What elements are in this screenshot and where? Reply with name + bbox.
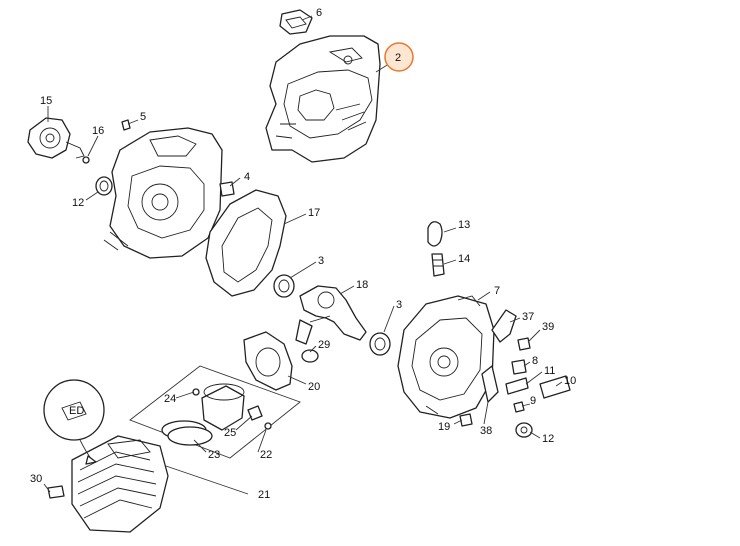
part-38-chain-catcher[interactable]: [481, 365, 499, 403]
part-12-seal-left[interactable]: [95, 176, 113, 196]
callout-22: 22: [260, 449, 272, 461]
callout-25: 25: [224, 427, 236, 439]
part-11-stud[interactable]: [505, 377, 529, 395]
part-16-oring[interactable]: [82, 156, 90, 164]
part-crankcase-left[interactable]: [103, 127, 223, 259]
callout-23: 23: [208, 449, 220, 461]
part-29-needle-cage[interactable]: [301, 349, 319, 363]
piston-kit-outline: [129, 365, 301, 459]
callout-37: 37: [522, 311, 534, 323]
callout-17: 17: [308, 207, 320, 219]
part-8-stud[interactable]: [511, 359, 527, 375]
callout-14: 14: [458, 253, 470, 265]
callout-11: 11: [544, 365, 555, 377]
part-9-screw[interactable]: [513, 401, 525, 413]
callout-12b: 12: [542, 433, 554, 445]
part-14-valve[interactable]: [431, 253, 445, 277]
callout-13: 13: [458, 219, 470, 231]
callout-15: 15: [40, 95, 52, 107]
magnifier-detail: ED: [43, 379, 105, 465]
part-5-screw[interactable]: [121, 119, 131, 131]
callout-2-highlight[interactable]: 2: [384, 42, 414, 72]
part-17-gasket[interactable]: [205, 189, 287, 297]
part-10-bolt[interactable]: [539, 375, 571, 399]
callout-2: 2: [395, 52, 401, 64]
part-12-washer-right[interactable]: [515, 422, 533, 438]
part-23-piston-rings[interactable]: [161, 420, 213, 446]
callout-9: 9: [530, 395, 536, 407]
callout-4: 4: [244, 171, 250, 183]
callout-7: 7: [494, 285, 500, 297]
part-39-screw[interactable]: [517, 337, 531, 351]
callout-18: 18: [356, 279, 368, 291]
part-13-clip[interactable]: [427, 221, 443, 247]
part-20-cylinder-gasket[interactable]: [243, 331, 293, 391]
part-30-bolt[interactable]: [47, 485, 65, 499]
callout-29: 29: [318, 339, 330, 351]
part-2-crankcase-half[interactable]: [265, 35, 381, 163]
callout-24: 24: [164, 393, 176, 405]
callout-39: 39: [542, 321, 554, 333]
callout-6: 6: [316, 7, 322, 19]
part-22-clip[interactable]: [264, 422, 272, 430]
part-7-crankcase-right[interactable]: [397, 295, 495, 419]
callout-3a: 3: [318, 255, 324, 267]
part-3-bearing-right[interactable]: [369, 332, 391, 356]
part-piston[interactable]: [201, 383, 245, 431]
callout-5: 5: [140, 111, 146, 123]
callout-16: 16: [92, 125, 104, 137]
part-15-rotor[interactable]: [27, 117, 85, 159]
callout-19: 19: [438, 421, 450, 433]
part-21-cylinder[interactable]: [71, 435, 169, 533]
callout-labels: 6 2 15 5 16 12 4 17 3 18 3 7 13 14 37 39…: [30, 7, 576, 501]
part-6-cover[interactable]: [279, 9, 313, 35]
leader-lines: [43, 15, 563, 495]
magnifier-text: ED: [69, 405, 84, 417]
callout-20: 20: [308, 381, 320, 393]
callout-38: 38: [480, 425, 492, 437]
part-37-bracket[interactable]: [491, 309, 517, 343]
part-3-bearing-left[interactable]: [273, 274, 295, 298]
callout-8: 8: [532, 355, 538, 367]
part-18-crankshaft[interactable]: [295, 285, 367, 345]
callout-12a: 12: [72, 197, 84, 209]
callout-21: 21: [258, 489, 270, 501]
callout-30: 30: [30, 473, 42, 485]
callout-3b: 3: [396, 299, 402, 311]
callout-10: 10: [564, 375, 576, 387]
part-19-screw[interactable]: [459, 413, 473, 427]
